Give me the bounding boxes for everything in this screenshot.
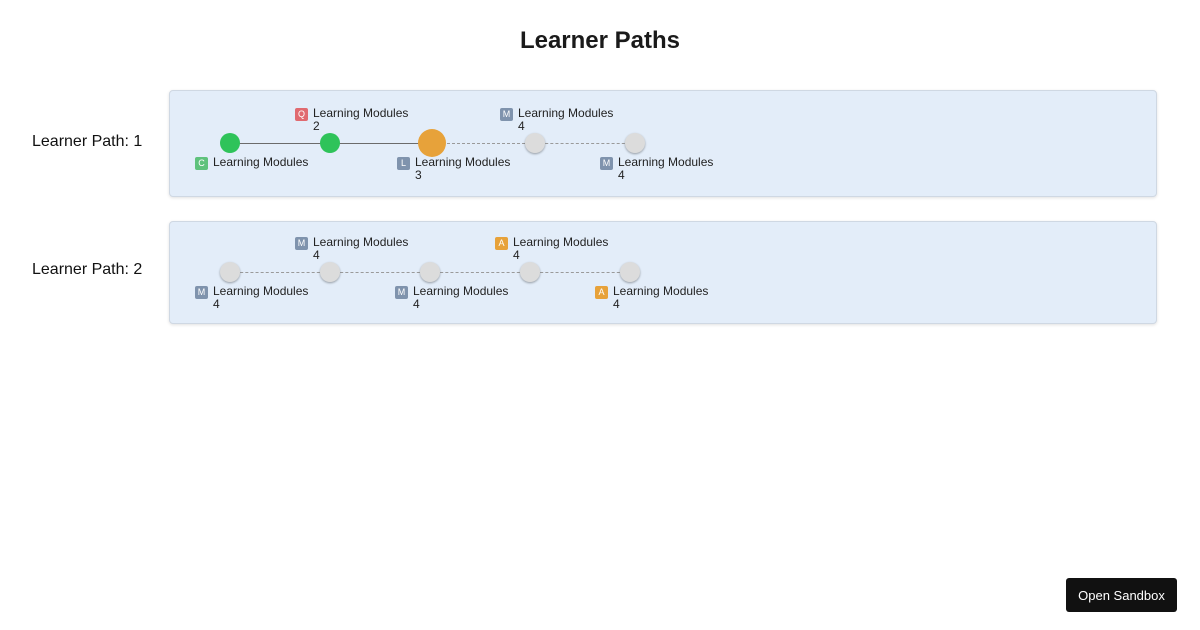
path-node-locked[interactable] <box>525 133 545 153</box>
path-connector <box>330 143 432 144</box>
module-title: Learning Modules <box>415 155 511 169</box>
module-count: 4 <box>518 119 525 133</box>
module-type-badge: M <box>600 157 613 170</box>
path-node-complete[interactable] <box>220 133 240 153</box>
path-connector <box>535 143 635 144</box>
learner-path-label: Learner Path: 1 <box>32 133 143 150</box>
module-type-badge: M <box>195 286 208 299</box>
module-count: 4 <box>313 248 320 262</box>
module-type-badge: C <box>195 157 208 170</box>
module-type-badge: M <box>500 108 513 121</box>
path-node-complete[interactable] <box>320 133 340 153</box>
module-count: 4 <box>618 168 625 182</box>
module-count: 4 <box>413 297 420 311</box>
module-title: Learning Modules <box>618 155 714 169</box>
module-count: 2 <box>313 119 320 133</box>
path-connector <box>230 272 330 273</box>
module-title: Learning Modules <box>513 235 609 249</box>
path-connector <box>430 272 530 273</box>
module-type-badge: M <box>395 286 408 299</box>
path-node-locked[interactable] <box>420 262 440 282</box>
module-count: 4 <box>613 297 620 311</box>
module-title: Learning Modules <box>213 284 309 298</box>
module-type-badge: A <box>495 237 508 250</box>
path-node-current[interactable] <box>418 129 446 157</box>
module-title: Learning Modules <box>413 284 509 298</box>
path-connector <box>432 143 535 144</box>
module-title: Learning Modules <box>313 235 409 249</box>
path-node-locked[interactable] <box>220 262 240 282</box>
path-node-locked[interactable] <box>620 262 640 282</box>
path-connector <box>530 272 630 273</box>
module-title: Learning Modules <box>313 106 409 120</box>
path-connector <box>330 272 430 273</box>
module-type-badge: A <box>595 286 608 299</box>
page-title: Learner Paths <box>519 27 681 54</box>
module-text: Learning Modules <box>213 156 308 169</box>
learner-path-label: Learner Path: 2 <box>32 261 143 278</box>
module-title: Learning Modules <box>518 106 614 120</box>
path-node-locked[interactable] <box>320 262 340 282</box>
module-type-badge: L <box>397 157 410 170</box>
module-count: 3 <box>415 168 422 182</box>
path-node-locked[interactable] <box>625 133 645 153</box>
module-title: Learning Modules <box>213 155 309 169</box>
path-node-locked[interactable] <box>520 262 540 282</box>
module-count: 4 <box>513 248 520 262</box>
path-connector <box>230 143 330 144</box>
module-type-badge: Q <box>295 108 308 121</box>
open-sandbox-button[interactable]: Open Sandbox <box>1066 578 1177 612</box>
module-type-badge: M <box>295 237 308 250</box>
module-title: Learning Modules <box>613 284 709 298</box>
module-count: 4 <box>213 297 220 311</box>
module-label: C Learning Modules <box>195 156 308 170</box>
